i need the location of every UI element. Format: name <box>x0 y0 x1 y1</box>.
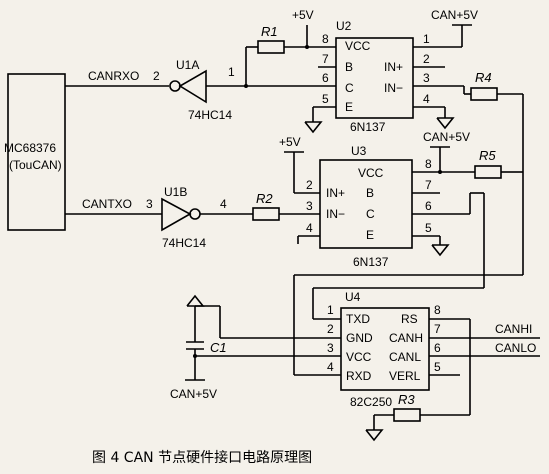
u4-pin2: 2 <box>327 322 334 336</box>
r2-ref: R2 <box>256 191 273 206</box>
mcu-sub: (TouCAN) <box>9 158 62 172</box>
u1b-ref: U1B <box>164 185 187 199</box>
u3-b: B <box>366 186 374 200</box>
vcc-r1-label: +5V <box>292 8 314 22</box>
u2-pin4: 4 <box>423 92 430 106</box>
net-cantxo: CANTXO <box>82 197 132 211</box>
ground-u2-right <box>436 117 455 130</box>
u3-inp: IN+ <box>326 186 345 200</box>
net-canlo: CANLO <box>495 341 536 355</box>
u2-b: B <box>345 60 353 74</box>
u2-ref: U2 <box>336 19 352 33</box>
pin-u1b-out: 4 <box>220 197 227 211</box>
r5-ref: R5 <box>479 148 496 163</box>
u2-pin1: 1 <box>423 32 430 46</box>
u4-ref: U4 <box>345 290 361 304</box>
u2-pin3: 3 <box>423 71 430 85</box>
pin-mcu-rx: 2 <box>153 69 160 83</box>
u3-pin2: 2 <box>306 178 313 192</box>
u4-canl: CANL <box>389 350 421 364</box>
u3-pin3: 3 <box>306 199 313 213</box>
ground-u2 <box>304 121 323 134</box>
u4-pin5: 5 <box>434 360 441 374</box>
resistor-r1 <box>257 40 285 54</box>
r1-ref: R1 <box>261 24 278 39</box>
u4-part: 82C250 <box>350 395 392 409</box>
u4-rxd: RXD <box>346 369 372 383</box>
u2-pin7: 7 <box>322 52 329 66</box>
u4-pin3: 3 <box>327 341 334 355</box>
figure-caption: 图 4 CAN 节点硬件接口电路原理图 <box>92 449 312 466</box>
u2-box <box>335 37 414 119</box>
u4-verl: VERL <box>389 369 421 383</box>
net-canhi: CANHI <box>495 322 532 336</box>
u3-box <box>319 159 413 249</box>
inverter-u1b <box>161 197 201 232</box>
r4-ref: R4 <box>475 70 492 85</box>
u4-pin7: 7 <box>434 322 441 336</box>
u1b-part: 74HC14 <box>162 236 206 250</box>
junction-vcc-r1 <box>305 45 309 49</box>
u3-pin4: 4 <box>306 221 313 235</box>
u4-pin1: 1 <box>327 303 334 317</box>
u3-vcc: VCC <box>358 166 384 180</box>
u4-pin6: 6 <box>434 341 441 355</box>
pin-u1a-out: 1 <box>228 65 235 79</box>
u3-c: C <box>366 207 375 221</box>
u3-pin7: 7 <box>425 178 432 192</box>
u4-rs: RS <box>401 312 418 326</box>
u1a-part: 74HC14 <box>188 108 232 122</box>
resistor-r3 <box>393 408 421 422</box>
u4-pin4: 4 <box>327 360 334 374</box>
u2-pin5: 5 <box>322 92 329 106</box>
junction-u3-pin8 <box>438 170 442 174</box>
u2-pin8: 8 <box>322 32 329 46</box>
u3-pin5: 5 <box>425 221 432 235</box>
ground-c1 <box>186 294 205 307</box>
u3-inn: IN− <box>326 207 345 221</box>
u2-pin2: 2 <box>423 52 430 66</box>
can-u3-label: CAN+5V <box>423 130 470 144</box>
u2-pin6: 6 <box>322 71 329 85</box>
resistor-r4 <box>470 87 498 101</box>
u3-pin6: 6 <box>425 199 432 213</box>
u4-pin8: 8 <box>434 303 441 317</box>
ground-r3 <box>365 429 384 442</box>
c1-ref: C1 <box>210 340 227 355</box>
u2-e: E <box>345 100 353 114</box>
u2-inp: IN+ <box>384 60 403 74</box>
u3-pin8: 8 <box>425 157 432 171</box>
net-canrxo: CANRXO <box>88 69 139 83</box>
u3-e: E <box>366 228 374 242</box>
pin-mcu-tx: 3 <box>146 197 153 211</box>
u3-ref: U3 <box>351 144 367 158</box>
resistor-r5 <box>474 165 502 179</box>
ground-u3 <box>431 244 450 257</box>
vcc-u3-label: +5V <box>279 135 301 149</box>
u4-canh: CANH <box>389 331 423 345</box>
u4-txd: TXD <box>346 312 370 326</box>
u4-gnd: GND <box>346 331 373 345</box>
resistor-r2 <box>252 207 280 221</box>
u2-inn: IN− <box>384 81 403 95</box>
junction-c1 <box>193 354 197 358</box>
u2-part: 6N137 <box>350 120 386 134</box>
u1a-ref: U1A <box>176 58 199 72</box>
mcu-block <box>7 73 66 231</box>
r3-ref: R3 <box>398 392 415 407</box>
mcu-name: MC68376 <box>4 141 56 155</box>
u3-part: 6N137 <box>353 255 389 269</box>
u2-c: C <box>345 81 354 95</box>
u4-vcc: VCC <box>346 350 372 364</box>
can-c1-label: CAN+5V <box>170 387 217 401</box>
u4-box <box>340 307 430 391</box>
u2-vcc: VCC <box>345 39 371 53</box>
can-u2-label: CAN+5V <box>431 8 478 22</box>
inverter-u1a <box>169 69 207 104</box>
